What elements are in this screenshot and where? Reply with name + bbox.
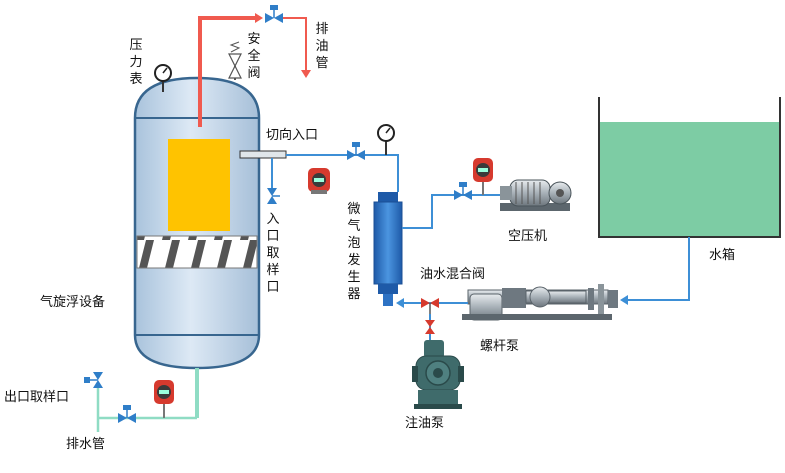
- oil-water-mixing-valve: [421, 298, 439, 314]
- label-microbubble-generator: 微气泡发生器: [347, 201, 361, 301]
- label-oil-water-mixing-valve: 油水混合阀: [420, 266, 486, 281]
- label-oil-drain-pipe: 排油管: [315, 21, 329, 70]
- safety-valve: [228, 41, 242, 80]
- label-oil-injection-pump: 注油泵: [405, 415, 445, 430]
- inlet-sampling-valve: [267, 158, 280, 204]
- label-inlet-sampling-port: 入口取样口: [266, 211, 280, 294]
- oil-collection-zone: [168, 139, 230, 231]
- flow-transmitter-outlet: [154, 380, 174, 418]
- label-water-tank: 水箱: [709, 247, 736, 262]
- label-safety-valve: 安全阀: [247, 31, 261, 80]
- label-flotation-device: 气旋浮设备: [40, 294, 106, 309]
- oil-drain-line: [198, 13, 311, 127]
- vessel-outlet-line: [96, 368, 199, 432]
- outlet-sampling-valve: [84, 372, 103, 388]
- label-outlet-sampling-port: 出口取样口: [4, 389, 70, 404]
- drain-valve: [118, 405, 136, 423]
- oil-injection-pump: [412, 340, 464, 409]
- tangential-inlet-valve: [347, 142, 365, 160]
- flow-transmitter-air: [473, 158, 493, 195]
- tank-outlet-line: [620, 237, 690, 305]
- label-tangential-inlet: 切向入口: [266, 127, 319, 142]
- tank-water: [599, 122, 780, 237]
- air-compressor: [500, 179, 572, 211]
- water-tank: [598, 97, 781, 238]
- pressure-gauge-inlet: [377, 124, 395, 155]
- flow-transmitter-inlet: [308, 168, 330, 194]
- label-drain-pipe: 排水管: [66, 436, 106, 451]
- air-valve: [454, 182, 472, 200]
- swirl-vane-pack: [136, 235, 258, 269]
- oil-drain-valve: [265, 5, 283, 23]
- flotation-vessel: [133, 76, 261, 370]
- oil-injection-line: [425, 314, 435, 340]
- microbubble-generator: [373, 192, 403, 306]
- label-screw-pump: 螺杆泵: [480, 338, 520, 353]
- air-supply-line: [402, 194, 500, 229]
- label-pressure-gauge: 压力表: [129, 37, 143, 86]
- pressure-gauge-vessel: [154, 64, 172, 92]
- label-air-compressor: 空压机: [508, 228, 548, 243]
- screw-pump: [462, 284, 618, 321]
- tangential-inlet-pipe: [239, 150, 399, 192]
